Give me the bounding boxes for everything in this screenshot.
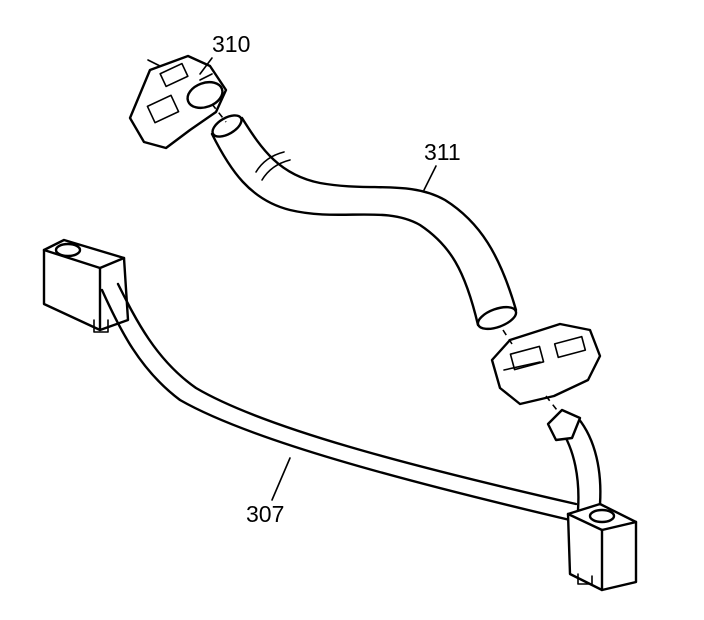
clamp-310 bbox=[128, 54, 228, 150]
pipe-307 bbox=[42, 238, 638, 592]
hose-311 bbox=[210, 114, 518, 331]
callout-311: 311 bbox=[424, 139, 461, 165]
clamp-lower bbox=[490, 322, 602, 415]
leader-307 bbox=[271, 457, 291, 501]
leader-311 bbox=[423, 165, 437, 191]
callout-307: 307 bbox=[246, 501, 284, 527]
leader-310 bbox=[199, 57, 213, 75]
callout-310: 310 bbox=[212, 31, 250, 57]
callouts: 310 311 307 bbox=[199, 31, 461, 527]
